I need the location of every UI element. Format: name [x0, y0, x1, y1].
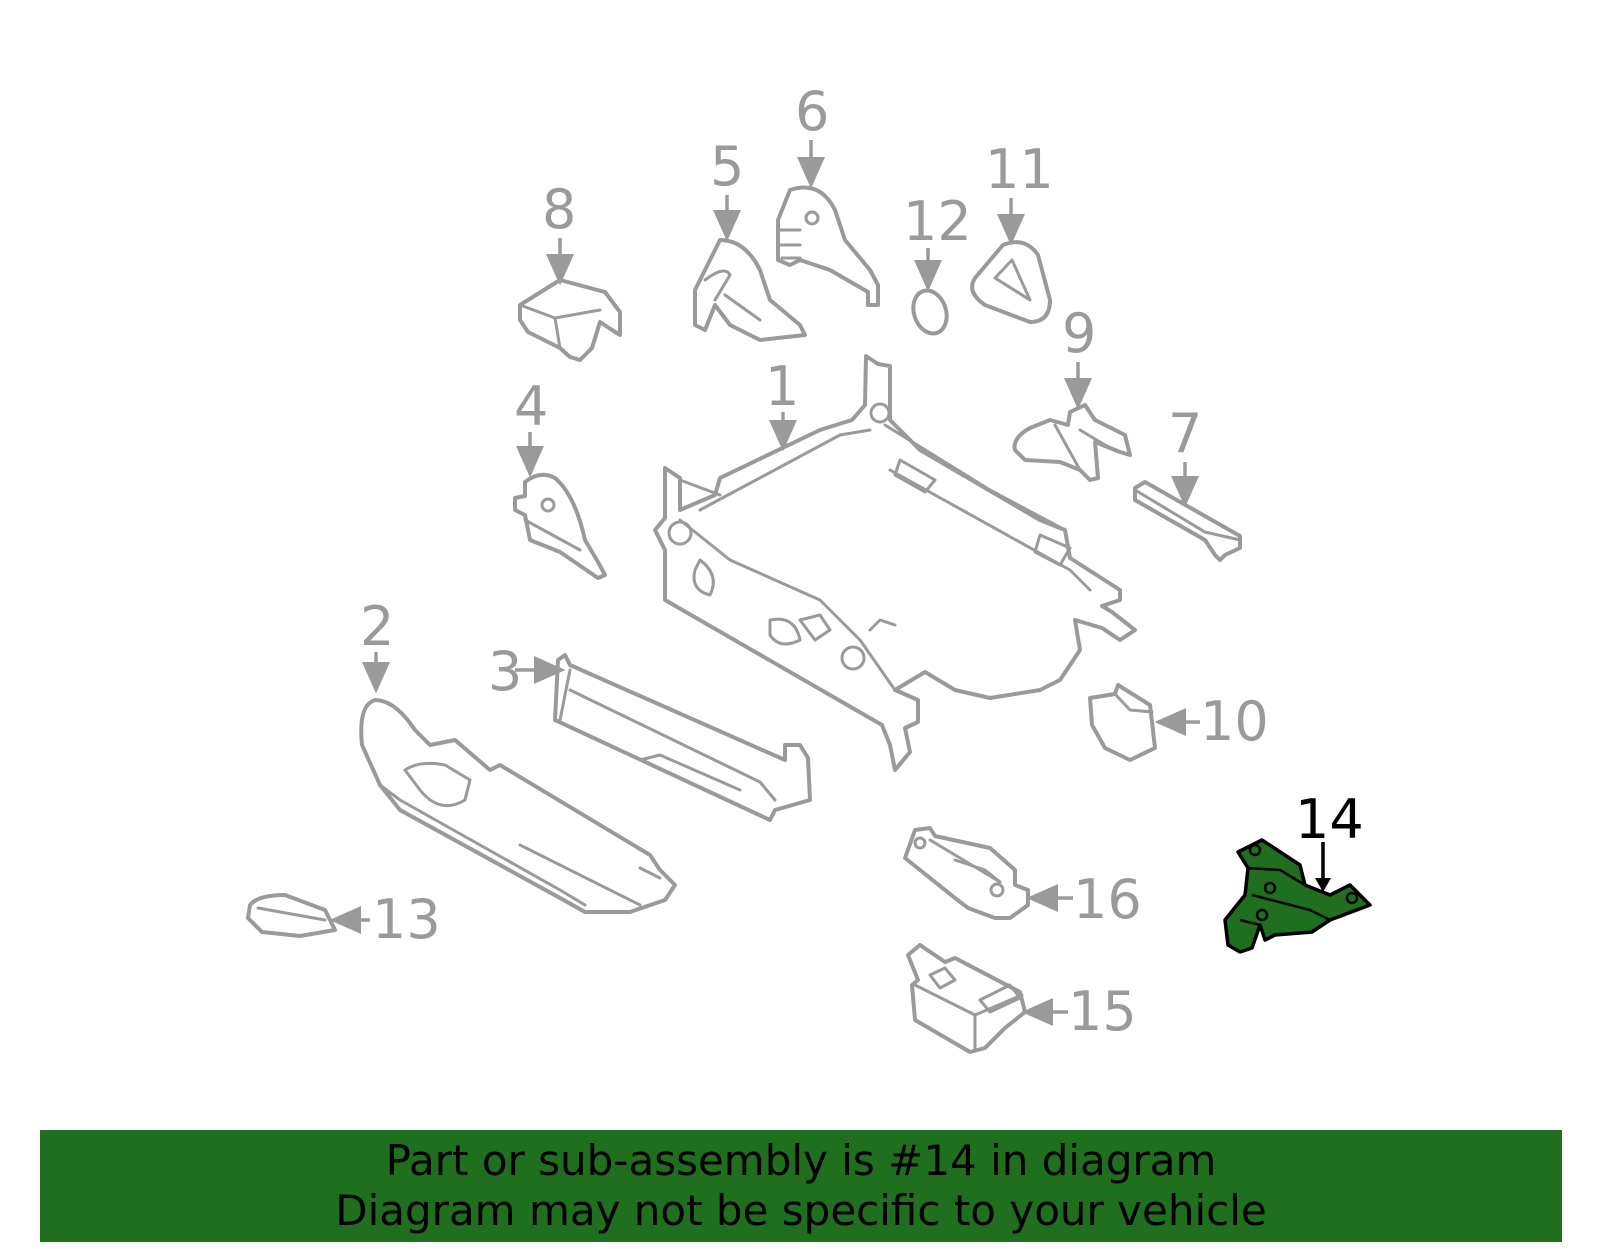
part-14-bracket-highlighted[interactable]	[1223, 838, 1372, 954]
callout-10[interactable]: 10	[1200, 690, 1269, 753]
callout-11[interactable]: 11	[985, 138, 1054, 201]
callout-7[interactable]: 7	[1168, 402, 1202, 465]
part-16-plate-bracket[interactable]	[903, 826, 1030, 920]
banner-line-2: Diagram may not be specific to your vehi…	[335, 1186, 1267, 1235]
part-7-bracket-bar[interactable]	[1133, 480, 1242, 562]
banner-line-1: Part or sub-assembly is #14 in diagram	[385, 1136, 1217, 1185]
callout-3[interactable]: 3	[488, 640, 522, 703]
part-3-front-trim[interactable]	[553, 653, 812, 822]
callout-16[interactable]: 16	[1073, 868, 1142, 931]
callout-13[interactable]: 13	[372, 888, 441, 951]
part-2-side-trim[interactable]	[359, 698, 677, 914]
callout-1[interactable]: 1	[765, 355, 799, 418]
callout-14[interactable]: 14	[1295, 788, 1364, 851]
part-11-knob[interactable]	[970, 240, 1052, 324]
part-1-seat-frame[interactable]	[653, 354, 1137, 772]
part-5-recliner-cover[interactable]	[693, 238, 807, 342]
part-8-hinge-cover[interactable]	[518, 278, 622, 362]
part-12-ring[interactable]	[908, 286, 952, 338]
callout-8[interactable]: 8	[542, 178, 576, 241]
part-13-lever-handle[interactable]	[246, 893, 337, 938]
callout-6[interactable]: 6	[795, 80, 829, 143]
callout-15[interactable]: 15	[1068, 980, 1137, 1043]
part-6-recliner-cover-outer[interactable]	[776, 185, 880, 307]
part-10-cap[interactable]	[1088, 683, 1157, 762]
callout-9[interactable]: 9	[1062, 302, 1096, 365]
part-9-bracket[interactable]	[1012, 403, 1132, 482]
info-banner: Part or sub-assembly is #14 in diagram D…	[40, 1130, 1562, 1242]
callout-4[interactable]: 4	[514, 375, 548, 438]
part-15-switch-module[interactable]	[906, 943, 1027, 1054]
callout-5[interactable]: 5	[710, 135, 744, 198]
part-4-hinge-bracket[interactable]	[513, 472, 607, 580]
callout-2[interactable]: 2	[360, 595, 394, 658]
callout-12[interactable]: 12	[903, 190, 972, 253]
